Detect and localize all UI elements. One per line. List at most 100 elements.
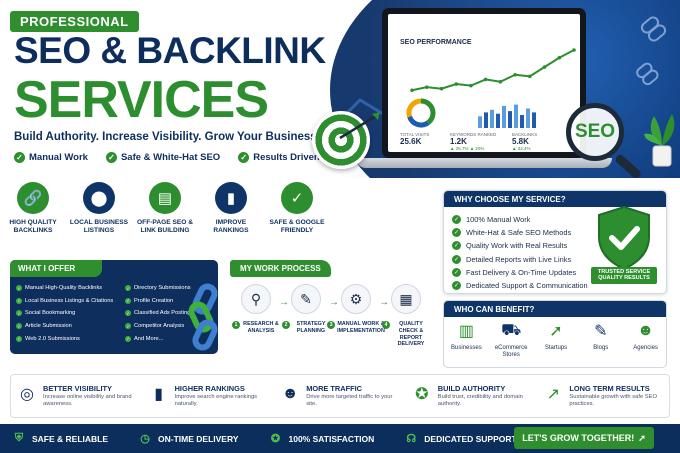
lets-grow-together-button[interactable]: LET'S GROW TOGETHER!➚ [514,427,654,449]
offer-item: ✓Classified Ads Posting [125,307,191,320]
cta-label: LET'S GROW TOGETHER! [522,433,635,443]
step-number: 4 [382,321,390,329]
service-item: ✓ SAFE & GOOGLE FRIENDLY [264,178,330,248]
check-circle-icon: ✓ [452,267,461,277]
who-label: Agencies [633,345,658,351]
trend-point [498,79,503,84]
service-label: IMPROVE RANKINGS [213,219,249,234]
who-item: ⛟eCommerce Stores [489,321,534,359]
services-row: 🔗 HIGH QUALITY BACKLINKS ⬤ LOCAL BUSINES… [0,178,440,248]
document-icon: ▤ [149,182,181,214]
bar [490,109,494,128]
growth-chart-icon: ↗ [546,385,561,403]
seo-dashboard: SEO PERFORMANCE TOTAL VISITS 25.6K KEYWO… [388,14,580,152]
check-circle-icon: ✓ [452,228,461,238]
benefit-title: HIGHER RANKINGS [174,383,245,393]
bar [514,104,518,128]
offer-item: ✓Social Bookmarking [16,307,113,320]
hero-check-list: ✓Manual Work ✓Safe & White-Hat SEO ✓Resu… [14,152,320,163]
report-chart-icon: ▦ [391,284,421,314]
why-item-label: Detailed Reports with Live Links [466,254,572,264]
step-label: STRATEGY PLANNING [296,321,326,334]
benefit-title: MORE TRAFFIC [306,383,363,393]
step-number: 3 [327,321,336,329]
hero-check-label: Results Driven [253,152,320,163]
trend-point [542,65,547,69]
hero-check-item: ✓Manual Work [14,152,88,163]
check-circle-icon: ✓ [16,310,22,317]
check-circle-icon: ✓ [125,323,131,330]
footer-label: DEDICATED SUPPORT [424,433,517,444]
offer-item-label: Web 2.0 Submissions [25,335,80,342]
stat-backlinks: BACKLINKS 5.8K ▲ 32.4% [512,132,537,151]
bar [502,105,506,128]
gears-icon: ⚙ [341,284,371,314]
check-circle-icon: ✓ [452,254,461,264]
check-circle-icon: ✓ [16,285,22,292]
rocket-icon: ➚ [549,323,563,340]
offer-item: ✓Profile Creation [125,295,191,308]
check-circle-icon: ✓ [125,335,131,342]
offer-item-label: Profile Creation [134,297,174,304]
check-circle-icon: ✓ [238,152,250,163]
bar [496,113,500,128]
dashboard-bar-chart [478,104,536,128]
trend-point [513,72,517,77]
service-item: ⬤ LOCAL BUSINESS LISTINGS [66,178,132,248]
footer-item: ✪100% SATISFACTION [268,432,374,446]
offer-item-label: Competitor Analysis [134,323,185,330]
people-icon: ☻ [281,384,299,402]
bar [508,111,512,128]
benefit-desc: Improve search engine rankings naturally… [174,393,258,407]
stat-value: 25.6K [400,137,422,146]
rocket-icon: ➚ [638,432,646,443]
benefit-title: LONG TERM RESULTS [569,383,650,393]
who-label: Startups [544,345,568,351]
hero-tagline: Build Authority. Increase Visibility. Gr… [14,131,320,143]
who-label: eCommerce Stores [494,345,528,359]
stat-value: 1.2K [450,137,467,146]
why-item: ✓Quality Work with Real Results [452,239,588,252]
donut-slice [407,115,430,128]
offer-item: ✓Directory Submissions [125,282,191,295]
service-label: OFF-PAGE SEO & LINK BUILDING [137,219,193,234]
step-label: MANUAL WORK & IMPLEMENTATION [337,321,385,334]
check-circle-icon: ✓ [125,285,131,292]
trend-point [483,77,488,82]
who-title: WHO CAN BENEFIT? [444,301,666,317]
clock-icon: ◷ [140,433,150,445]
offer-item-label: Classified Ads Posting [134,310,191,317]
offer-list-col2: ✓Directory Submissions ✓Profile Creation… [125,282,191,345]
trend-point [528,74,532,79]
benefit-desc: Sustainable growth with safe SEO practic… [569,393,658,407]
offer-item-label: Directory Submissions [134,285,191,292]
target-icon: ◎ [20,385,34,403]
why-item-label: Quality Work with Real Results [466,241,568,251]
why-item: ✓White-Hat & Safe SEO Methods [452,226,588,239]
why-choose-list: ✓ 100% Manual Work ✓White-Hat & Safe SEO … [452,213,588,292]
who-list: ▥Businesses ⛟eCommerce Stores ➚Startups … [444,321,666,359]
shield-check-icon: ⛨ [14,432,24,444]
dart-arrow-graphic [339,112,380,140]
benefit-title: BUILD AUTHORITY [437,383,506,393]
check-circle-icon: ✓ [452,215,461,225]
check-circle-icon: ✓ [125,297,131,304]
dashboard-line-chart [410,48,576,93]
offer-item: ✓Web 2.0 Submissions [16,332,113,345]
step-number: 1 [232,321,240,329]
target-icon [312,111,370,169]
who-item: ▥Businesses [444,321,489,359]
footer-label: ON-TIME DELIVERY [158,433,239,444]
offer-item-label: And More... [134,335,164,342]
why-item-label: 100% Manual Work [466,215,531,225]
why-item: ✓ Detailed Reports with Live Links [452,253,588,266]
service-label: HIGH QUALITY BACKLINKS [9,219,57,234]
